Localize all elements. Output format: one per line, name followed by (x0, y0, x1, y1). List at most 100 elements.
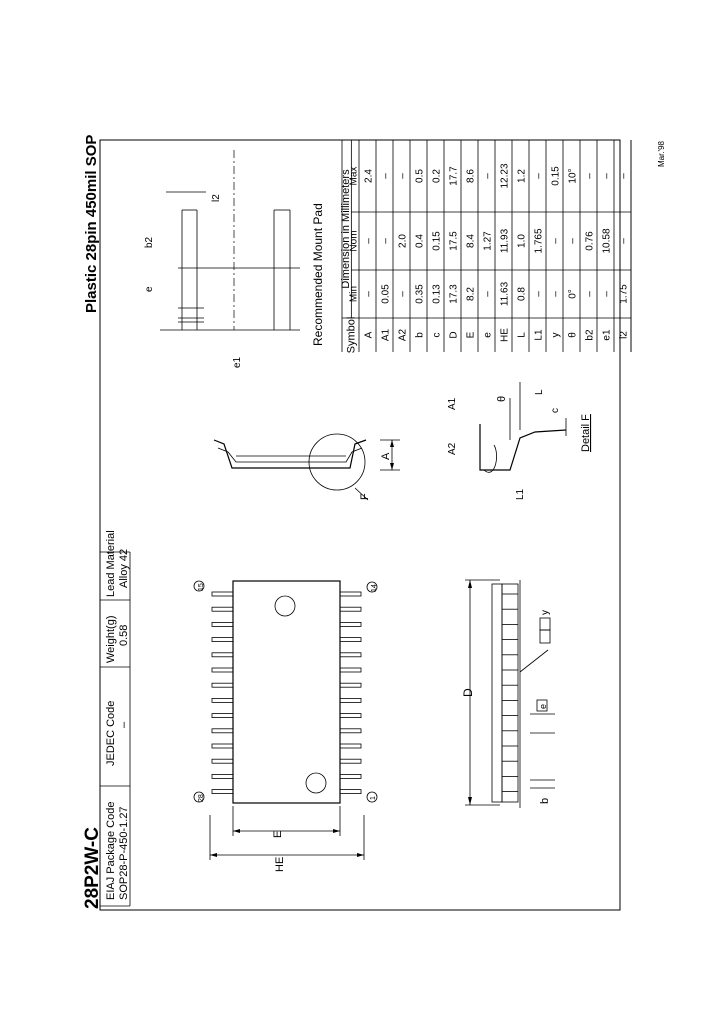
lead (339, 622, 362, 627)
lead (339, 728, 362, 734)
table-cell-max: 12.23 (500, 163, 511, 188)
table-cell-max: – (534, 173, 545, 179)
lead (211, 622, 234, 627)
package-top-view: E HE 28 15 1 14 (193, 580, 378, 872)
revision-date: Mar.'98 (657, 140, 666, 167)
dim-label-e-pad: e (144, 286, 155, 292)
table-cell-max: – (381, 173, 392, 179)
lead (339, 789, 362, 794)
table-cell-min: 0.13 (432, 284, 443, 304)
table-cell-symbol: E (466, 331, 477, 338)
lead (211, 758, 234, 764)
info-label-lead-material: Lead Material (105, 530, 117, 597)
table-cell-max: – (619, 173, 630, 179)
info-value-lead-material: Alloy 42 (118, 549, 130, 588)
table-cell-min: – (483, 291, 494, 297)
table-cell-nom: 0.76 (585, 231, 596, 251)
table-cell-max: 17.7 (449, 166, 460, 186)
table-cell-symbol: HE (500, 328, 511, 342)
table-header-group: Dimension in Millimeters (340, 169, 352, 289)
table-cell-symbol: e (483, 332, 494, 338)
table-cell-min: 0° (568, 289, 579, 299)
table-cell-max: 0.2 (432, 169, 443, 183)
table-cell-max: – (602, 173, 613, 179)
package-name: 28P2W-C (82, 827, 103, 909)
lead (211, 789, 234, 794)
package-info-table: EIAJ Package Code SOP28-P-450-1.27 JEDEC… (100, 530, 131, 907)
lead (211, 667, 234, 673)
dim-label-D: D (461, 688, 475, 697)
table-cell-max: 10° (568, 168, 579, 183)
table-cell-symbol: D (449, 331, 460, 338)
table-cell-max: – (483, 173, 494, 179)
table-cell-min: – (364, 291, 375, 297)
table-header-max: Max (348, 167, 359, 186)
mount-pad-view: l2 b2 e e1 Recommended Mount Pad (144, 150, 325, 368)
pin-14-label: 14 (371, 584, 378, 592)
table-cell-min: 8.2 (466, 287, 477, 301)
pin-1-label: 1 (370, 796, 377, 800)
dim-label-theta: θ (496, 396, 508, 402)
lead (339, 682, 362, 688)
detail-F-title: Detail F (580, 414, 592, 452)
table-cell-min: – (534, 291, 545, 297)
pin-15-label: 15 (198, 583, 205, 591)
table-cell-nom: 0.15 (432, 231, 443, 251)
table-cell-nom: – (381, 238, 392, 244)
table-cell-nom: 1.765 (534, 228, 545, 253)
lead (211, 606, 234, 612)
table-cell-symbol: θ (568, 332, 579, 338)
table-cell-max: 0.15 (551, 166, 562, 186)
mount-pad-title: Recommended Mount Pad (311, 203, 325, 346)
table-header-min: Min (348, 286, 359, 302)
table-cell-symbol: A2 (398, 328, 409, 341)
table-cell-nom: 8.4 (466, 234, 477, 248)
table-cell-nom: 11.93 (500, 228, 511, 253)
dim-label-A: A (380, 452, 392, 460)
lead (211, 743, 234, 749)
table-cell-symbol: y (551, 333, 562, 338)
table-cell-nom: 10.58 (602, 228, 613, 253)
table-cell-symbol: b2 (585, 329, 596, 341)
dim-label-A1: A1 (447, 397, 458, 410)
table-cell-max: 8.6 (466, 169, 477, 183)
table-cell-min: – (585, 291, 596, 297)
table-cell-symbol: A (364, 331, 375, 338)
table-cell-symbol: A1 (381, 328, 392, 341)
package-side-view: D b e y (461, 579, 555, 808)
dim-label-L1: L1 (515, 488, 526, 500)
dim-label-b2: b2 (144, 236, 155, 248)
dim-label-e1: e1 (232, 356, 243, 368)
table-cell-max: 0.5 (415, 169, 426, 183)
lead (339, 591, 362, 597)
lead (211, 774, 234, 779)
lead (211, 698, 234, 703)
info-label-eiaj: EIAJ Package Code (105, 802, 117, 900)
dim-label-b: b (539, 798, 551, 804)
table-cell-min: – (551, 291, 562, 297)
table-cell-symbol: L (517, 332, 528, 338)
lead (211, 652, 234, 658)
lead (339, 652, 362, 658)
lead (211, 682, 234, 688)
table-cell-min: 11.63 (500, 281, 511, 306)
info-label-weight: Weight(g) (105, 616, 117, 663)
table-cell-nom: – (568, 238, 579, 244)
table-cell-min: 0.8 (517, 287, 528, 301)
table-cell-max: – (585, 173, 596, 179)
lead (339, 713, 362, 718)
table-cell-nom: 17.5 (449, 231, 460, 251)
table-cell-max: – (398, 173, 409, 179)
lead (339, 743, 362, 749)
table-cell-nom: 0.4 (415, 234, 426, 248)
lead (211, 713, 234, 718)
lead (211, 637, 234, 642)
info-value-jedec: – (118, 721, 130, 728)
drawing-frame (99, 139, 621, 911)
table-cell-nom: 2.0 (398, 234, 409, 248)
table-cell-symbol: e1 (602, 329, 613, 341)
dim-label-e: e (538, 704, 548, 709)
lead (339, 758, 362, 764)
table-cell-min: 1.75 (619, 284, 630, 304)
